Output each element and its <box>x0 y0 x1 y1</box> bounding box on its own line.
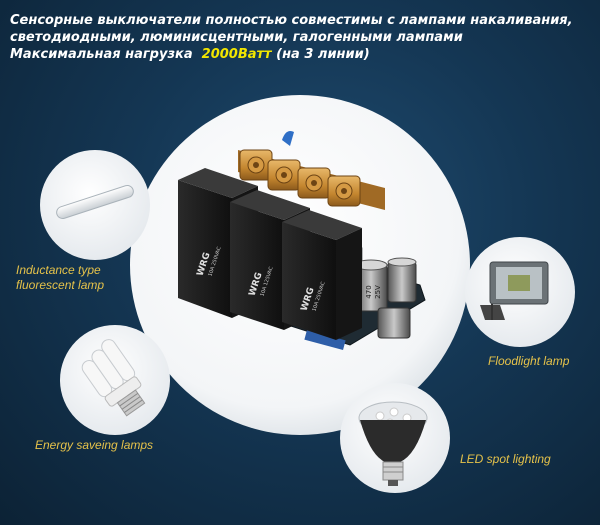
capacitor-voltage: 25V <box>374 285 382 299</box>
terminal-screw <box>267 159 301 191</box>
energy-saving-lamp-bubble <box>60 325 170 435</box>
header-line-3: Максимальная нагрузка 2000Ватт (на 3 лин… <box>10 46 595 63</box>
capacitor-value: 470 <box>365 285 373 298</box>
terminal-screw <box>327 175 361 207</box>
touch-switch-module: 470 25V WRG 10A 250VAC WRG 10A 125VAC <box>178 131 426 351</box>
inductance-label-line-2: fluorescent lamp <box>16 278 105 292</box>
terminal-screw <box>239 149 273 181</box>
energy-saving-label: Energy saveing lamps <box>35 438 153 453</box>
inductance-label-line-1: Inductance type <box>16 263 101 277</box>
max-load-note: (на 3 линии) <box>276 47 370 62</box>
floodlight-bubble <box>465 237 575 347</box>
energy-saving-label-text: Energy saveing lamps <box>35 438 154 452</box>
inductance-lamp-label: Inductance type fluorescent lamp <box>16 263 104 293</box>
header-line-1: Сенсорные выключатели полностью совмести… <box>10 13 573 28</box>
led-spot-label-text: LED spot lighting <box>460 452 551 466</box>
floodlight-icon <box>480 261 549 320</box>
header-line-2: светодиодными, люминисцентными, галогенн… <box>10 30 463 45</box>
led-spot-bubble <box>340 383 450 493</box>
led-spot-label: LED spot lighting <box>460 452 551 467</box>
floodlight-label-text: Floodlight lamp <box>488 354 570 368</box>
floodlight-label: Floodlight lamp <box>488 354 569 369</box>
led-spot-icon <box>358 401 428 486</box>
banner-header: Сенсорные выключатели полностью совмести… <box>10 12 595 63</box>
blue-wire <box>282 131 294 146</box>
max-load-label: Максимальная нагрузка <box>10 47 193 62</box>
relay-3: WRG 10A 250VAC <box>282 210 362 340</box>
cfl-lamp-icon <box>81 339 146 417</box>
capacitor: 470 25V <box>354 259 388 312</box>
terminal-block <box>238 149 385 210</box>
blue-component <box>304 329 346 351</box>
max-load-value: 2000Ватт <box>201 47 272 62</box>
terminal-screw <box>297 167 331 199</box>
tube-lamp-bubble <box>40 150 150 260</box>
